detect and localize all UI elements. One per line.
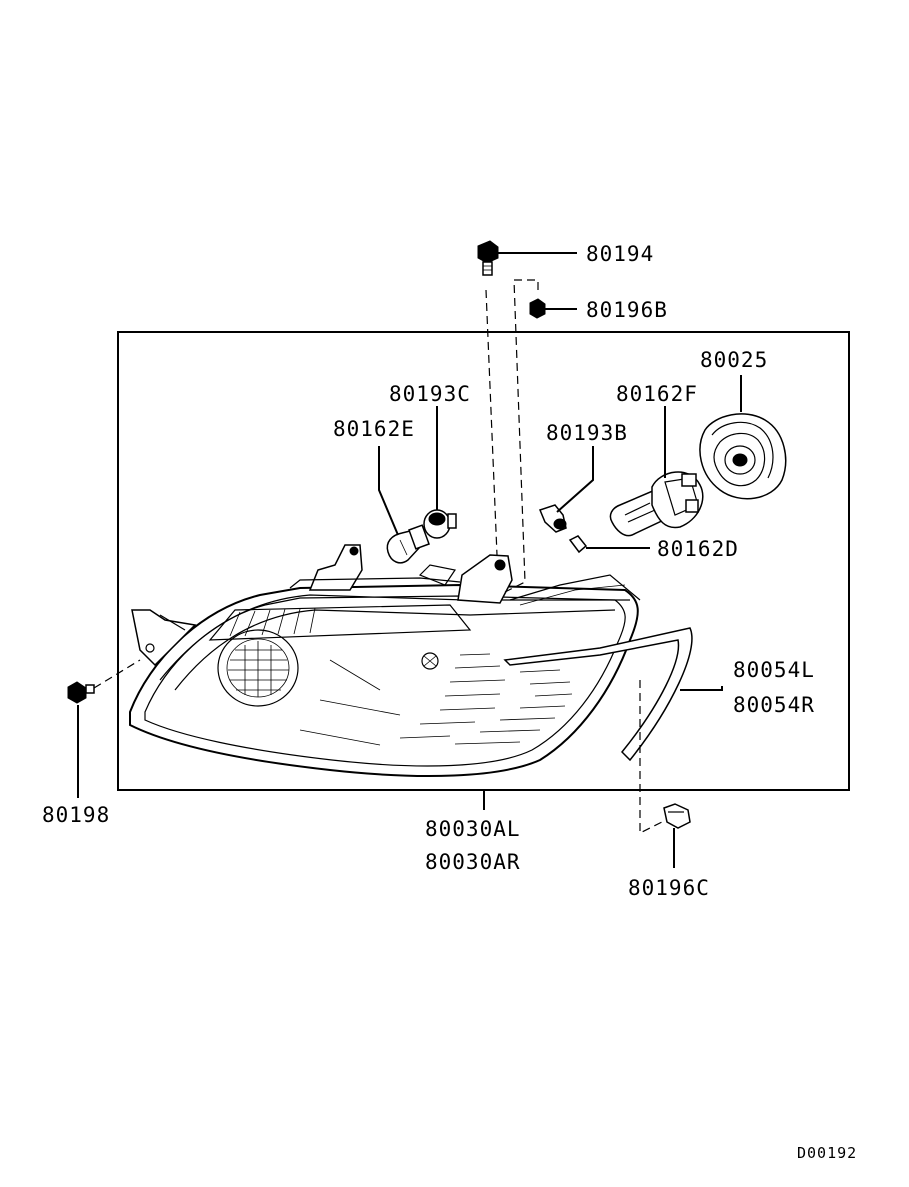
cover-80025: [699, 413, 787, 500]
label-80054R: 80054R: [733, 693, 815, 717]
bulb-80162D: [568, 535, 588, 554]
label-80162D: 80162D: [657, 537, 739, 561]
label-80025: 80025: [700, 348, 768, 372]
clip-80196B: [529, 298, 546, 319]
label-80054L: 80054L: [733, 658, 815, 682]
clip-80196C: [663, 803, 691, 829]
label-80193C: 80193C: [389, 382, 471, 406]
socket-80193B: [538, 504, 567, 533]
label-80196B: 80196B: [586, 298, 668, 322]
bolt-80198: [67, 681, 95, 704]
socket-80193C: [423, 509, 457, 539]
bulb-80162E: [386, 524, 430, 564]
headlamp-housing: [129, 544, 641, 777]
label-80196C: 80196C: [628, 876, 710, 900]
label-80194: 80194: [586, 242, 654, 266]
label-80198: 80198: [42, 803, 110, 827]
label-80193B: 80193B: [546, 421, 628, 445]
label-80162E: 80162E: [333, 417, 415, 441]
leader-lines: [77, 252, 742, 868]
screw-80194: [477, 240, 499, 276]
drawing-code: D00192: [797, 1144, 857, 1162]
label-80162F: 80162F: [616, 382, 698, 406]
label-80030AL: 80030AL: [425, 817, 521, 841]
label-80030AR: 80030AR: [425, 850, 521, 874]
trim-strip: [503, 627, 693, 762]
bulb-80162F: [609, 471, 704, 537]
